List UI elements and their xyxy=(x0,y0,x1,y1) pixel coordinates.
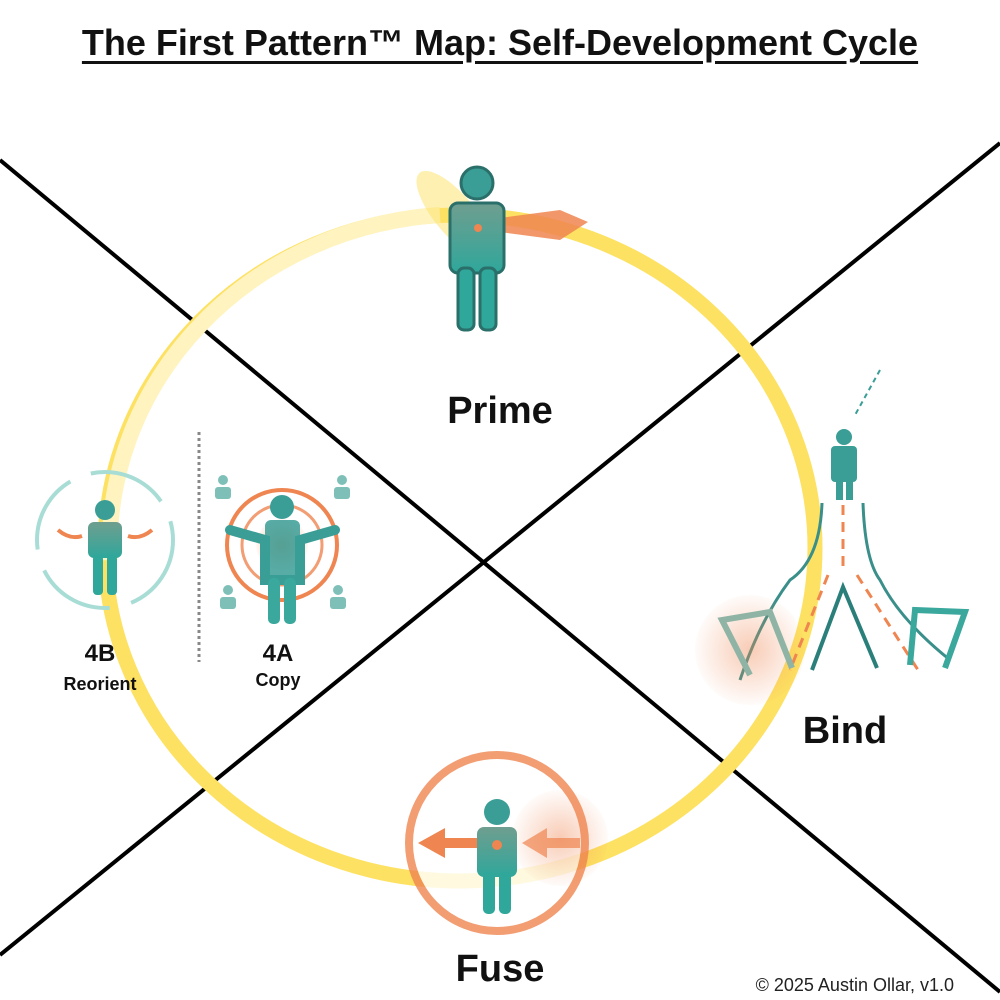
stage-label-bind: Bind xyxy=(802,710,888,752)
diagonal-line-2 xyxy=(0,141,1000,957)
page-title: The First Pattern™ Map: Self-Development… xyxy=(81,22,919,63)
stage-name-copy: Copy xyxy=(255,670,301,690)
stage-name-reorient: Reorient xyxy=(63,674,137,694)
reorient-icon xyxy=(35,470,175,610)
stage-label-prime: Prime xyxy=(447,390,553,432)
prime-figure-icon xyxy=(416,165,588,332)
stage-code-4b: 4B xyxy=(84,640,116,667)
cycle-ring-faded xyxy=(101,207,441,561)
copy-icon xyxy=(215,475,350,624)
diagonal-line-1 xyxy=(0,158,1000,994)
stage-label-fuse: Fuse xyxy=(455,948,545,990)
stage-code-4a: 4A xyxy=(262,640,294,667)
copyright-text: © 2025 Austin Ollar, v1.0 xyxy=(755,975,954,995)
fuse-icon xyxy=(405,751,608,935)
bind-fork-icon xyxy=(695,369,970,705)
